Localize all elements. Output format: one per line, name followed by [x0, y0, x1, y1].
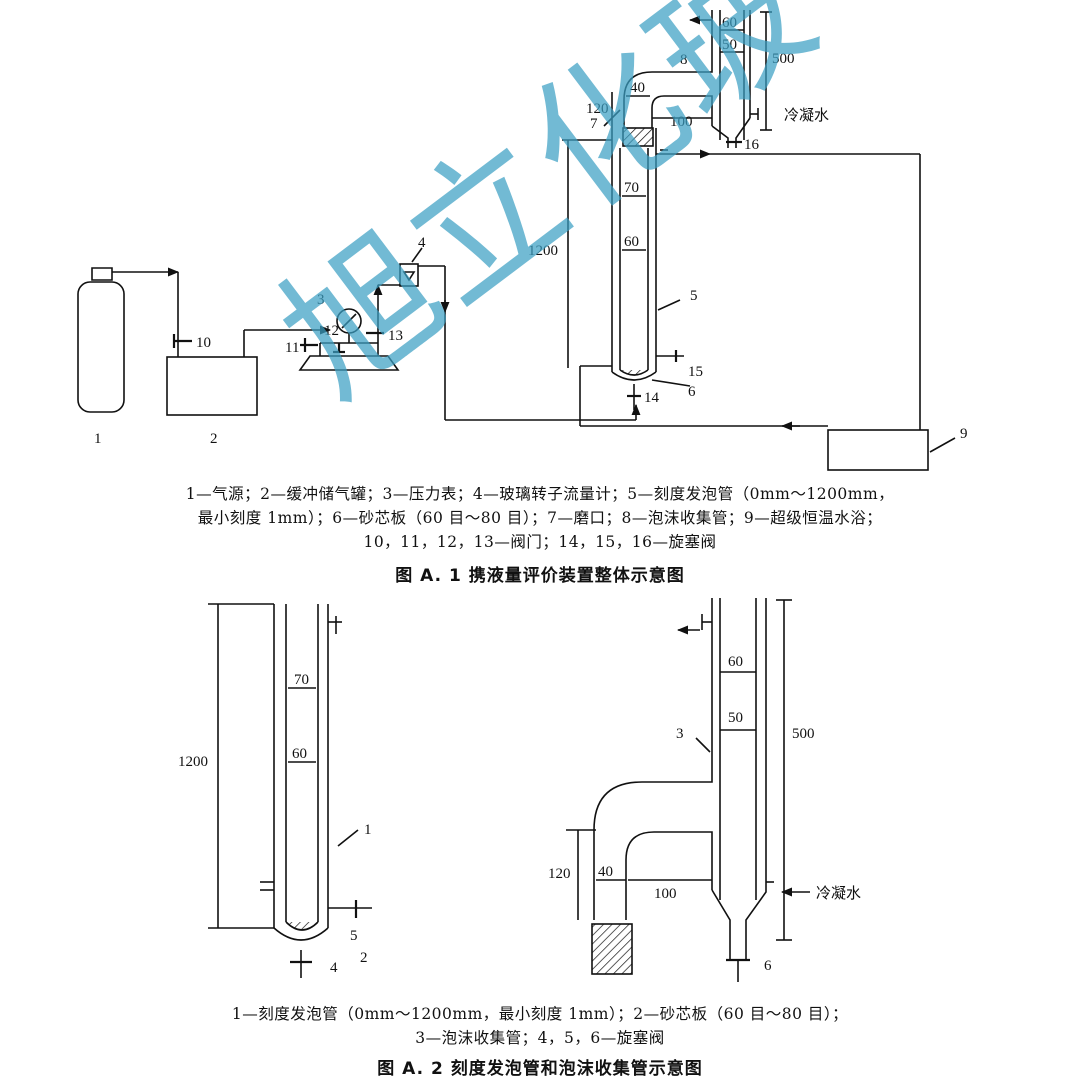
label-10: 10 [196, 335, 211, 351]
dim2-1200: 1200 [178, 754, 208, 770]
gas-cylinder [77, 267, 125, 413]
fig1-title: 图 A. 1 携液量评价装置整体示意图 [395, 566, 685, 586]
fig2-legend-line2: 3—泡沫收集管；4，5，6—旋塞阀 [415, 1029, 665, 1047]
pressure-gauge [298, 308, 400, 371]
dim2-50: 50 [728, 710, 743, 726]
dim2-120: 120 [548, 866, 571, 882]
label2-condensate: 冷凝水 [816, 885, 861, 902]
dim-40: 40 [630, 80, 645, 96]
dim2-40: 40 [598, 864, 613, 880]
dim-70: 70 [624, 180, 639, 196]
water-bath [827, 429, 929, 471]
fig2-title: 图 A. 2 刻度发泡管和泡沫收集管示意图 [377, 1059, 703, 1079]
label-13: 13 [388, 328, 403, 344]
dim2-70: 70 [294, 672, 309, 688]
label2-5: 5 [350, 928, 358, 944]
dim-50: 50 [722, 37, 737, 53]
label2-6: 6 [764, 958, 772, 974]
label-15: 15 [688, 364, 703, 380]
foaming-tube-detail [260, 604, 372, 978]
label-condensate: 冷凝水 [784, 107, 829, 124]
dim-500: 500 [772, 51, 795, 67]
label2-3: 3 [676, 726, 684, 742]
dim-100: 100 [670, 114, 693, 130]
label-6: 6 [688, 384, 696, 400]
label-7: 7 [590, 116, 598, 132]
label-3: 3 [317, 292, 325, 308]
dim-60: 60 [722, 15, 737, 31]
dim-1200: 1200 [528, 243, 558, 259]
fig1-legend-line1: 1—气源；2—缓冲储气罐；3—压力表；4—玻璃转子流量计；5—刻度发泡管（0mm… [185, 485, 895, 503]
label-1: 1 [94, 431, 102, 447]
label-8: 8 [680, 52, 688, 68]
dim2-60b: 60 [728, 654, 743, 670]
fig1-legend-line3: 10，11，12，13—阀门；14，15，16—旋塞阀 [363, 533, 717, 551]
dim2-60: 60 [292, 746, 307, 762]
dim-120: 120 [586, 101, 609, 117]
dim2-500: 500 [792, 726, 815, 742]
label-9: 9 [960, 426, 968, 442]
label-11: 11 [285, 340, 299, 356]
label2-2: 2 [360, 950, 368, 966]
label2-1: 1 [364, 822, 372, 838]
label-14: 14 [644, 390, 660, 406]
label-12: 12 [324, 323, 339, 339]
label-2: 2 [210, 431, 218, 447]
label-16: 16 [744, 137, 760, 153]
label-4: 4 [418, 235, 426, 251]
buffer-tank [166, 356, 258, 416]
foam-collector [623, 10, 751, 148]
dim-60-inner: 60 [624, 234, 639, 250]
fig2-legend-line1: 1—刻度发泡管（0mm～1200mm，最小刻度 1mm）；2—砂芯板（60 目～… [231, 1005, 849, 1023]
label-5: 5 [690, 288, 698, 304]
foam-collector-detail [591, 598, 774, 982]
label2-4: 4 [330, 960, 338, 976]
foaming-tube [611, 127, 657, 381]
flowmeter [399, 263, 419, 287]
dim2-100: 100 [654, 886, 677, 902]
fig1-legend-line2: 最小刻度 1mm）；6—砂芯板（60 目～80 目）；7—磨口；8—泡沫收集管；… [197, 509, 883, 527]
